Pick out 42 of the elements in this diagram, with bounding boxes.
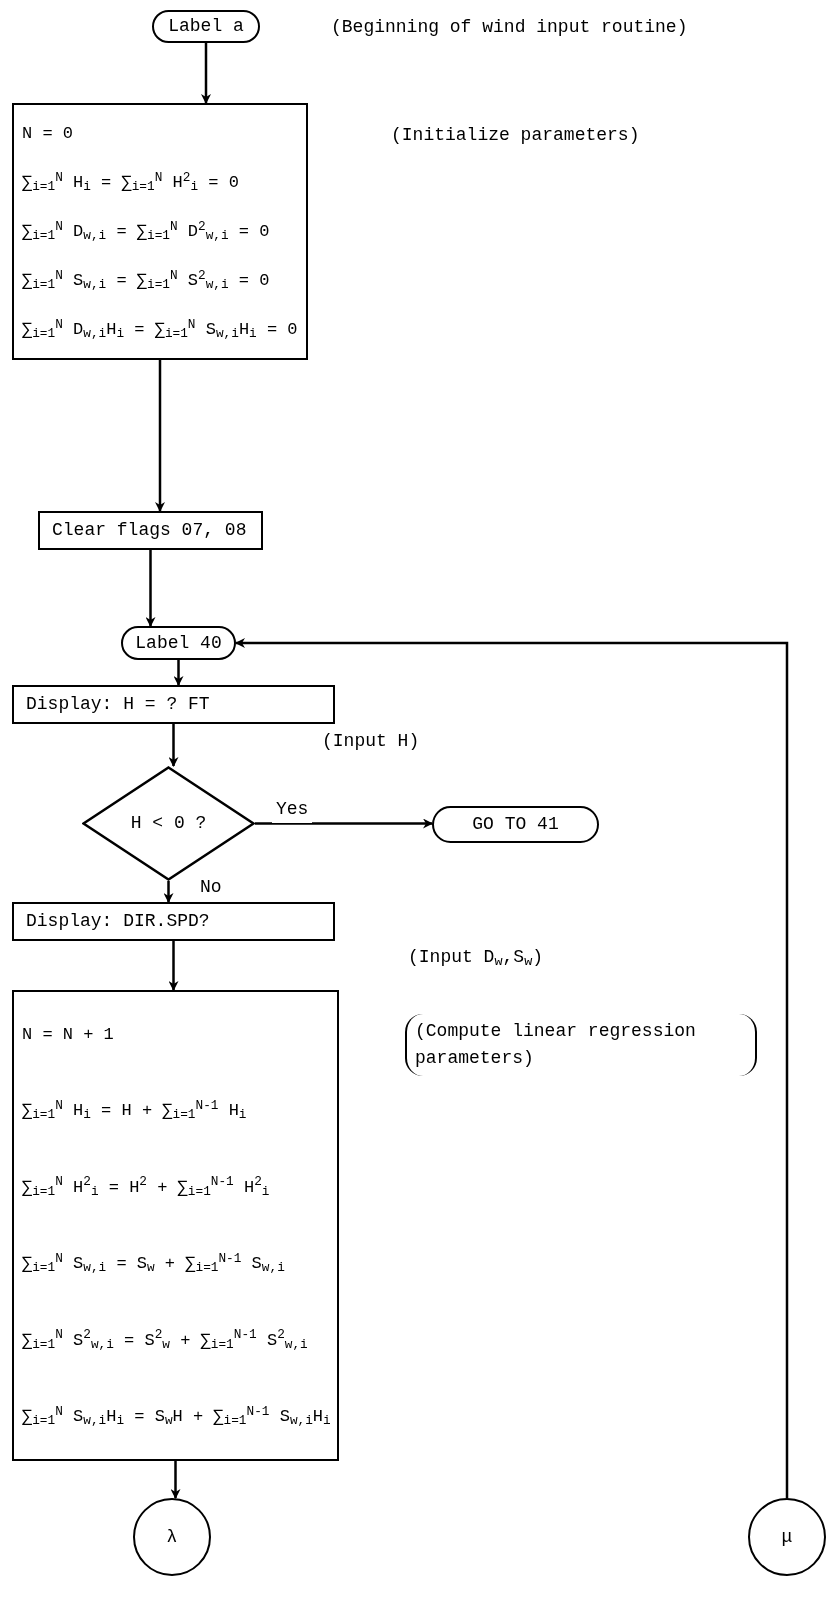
formula: ∑$_{i=1}$$^{N}$ H$_{i}$ = H + ∑$_{i=1}$$^{N-1}$ H$_{i}$ <box>22 1100 248 1122</box>
node-text: Clear flags 07, 08 <box>52 519 248 542</box>
formula: ∑$_{i=1}$$^{N}$ H$_{i}$ = ∑$_{i=1}$$^{N}$ H$^{2}$$_{i}$ = 0 <box>22 171 240 194</box>
arrow <box>168 941 179 991</box>
formula: ∑$_{i=1}$$^{N}$ D$_{w,i}$ = ∑$_{i=1}$$^{N}$ D$^{2}$$_{w,i}$ = 0 <box>22 220 271 243</box>
formula: N = 0 <box>22 122 74 145</box>
process-box <box>38 511 263 550</box>
terminal-box <box>152 10 260 43</box>
arrow <box>173 660 184 686</box>
arrow <box>163 881 174 903</box>
node-text: λ <box>166 1525 178 1549</box>
process-box <box>12 685 335 724</box>
decision-diamond <box>82 766 255 881</box>
arrow <box>255 818 433 829</box>
node-text: μ <box>781 1525 793 1549</box>
annotation-text: (Beginning of wind input routine) <box>331 16 688 39</box>
node-text: Display: DIR.SPD? <box>26 910 211 933</box>
terminal-box <box>121 626 236 660</box>
formula: ∑$_{i=1}$$^{N}$ S$_{w,i}$ = S$_{w}$ + ∑$_{i=1}$$^{N-1}$ S$_{w,i}$ <box>22 1253 286 1275</box>
annotation-text: (Initialize parameters) <box>391 124 640 147</box>
arrow <box>170 1461 181 1499</box>
process-box <box>12 103 308 360</box>
node-text: H < 0 ? <box>129 812 208 835</box>
formula: N = N + 1 <box>22 1023 115 1045</box>
node-text: Label 40 <box>135 631 222 655</box>
arrow <box>145 550 156 627</box>
terminal-box <box>432 806 599 843</box>
node-text: Label a <box>168 15 244 38</box>
process-box <box>12 902 335 941</box>
annotation-text: (Input H) <box>322 730 420 753</box>
annotation-text: (Input D$_{w}$,S$_{w}$) <box>408 946 544 971</box>
formula: ∑$_{i=1}$$^{N}$ D$_{w,i}$H$_{i}$ = ∑$_{i=1}$$^{N}$ S$_{w,i}$H$_{i}$ = 0 <box>22 318 298 341</box>
arrow <box>201 43 211 104</box>
formula: ∑$_{i=1}$$^{N}$ S$_{w,i}$ = ∑$_{i=1}$$^{N}$ S$^{2}$$_{w,i}$ = 0 <box>22 269 271 292</box>
arrow <box>235 638 789 1498</box>
arrow <box>155 360 165 512</box>
node-text: GO TO 41 <box>472 813 559 836</box>
process-box <box>12 990 339 1461</box>
node-text: Display: H = ? FT <box>26 693 211 716</box>
arrow <box>168 724 179 767</box>
formula: ∑$_{i=1}$$^{N}$ S$_{w,i}$H$_{i}$ = S$_{w}$H + ∑$_{i=1}$$^{N-1}$ S$_{w,i}$H$_{i}$ <box>22 1406 329 1428</box>
annotation-text: (Compute linear regression parameters) <box>405 1014 757 1076</box>
